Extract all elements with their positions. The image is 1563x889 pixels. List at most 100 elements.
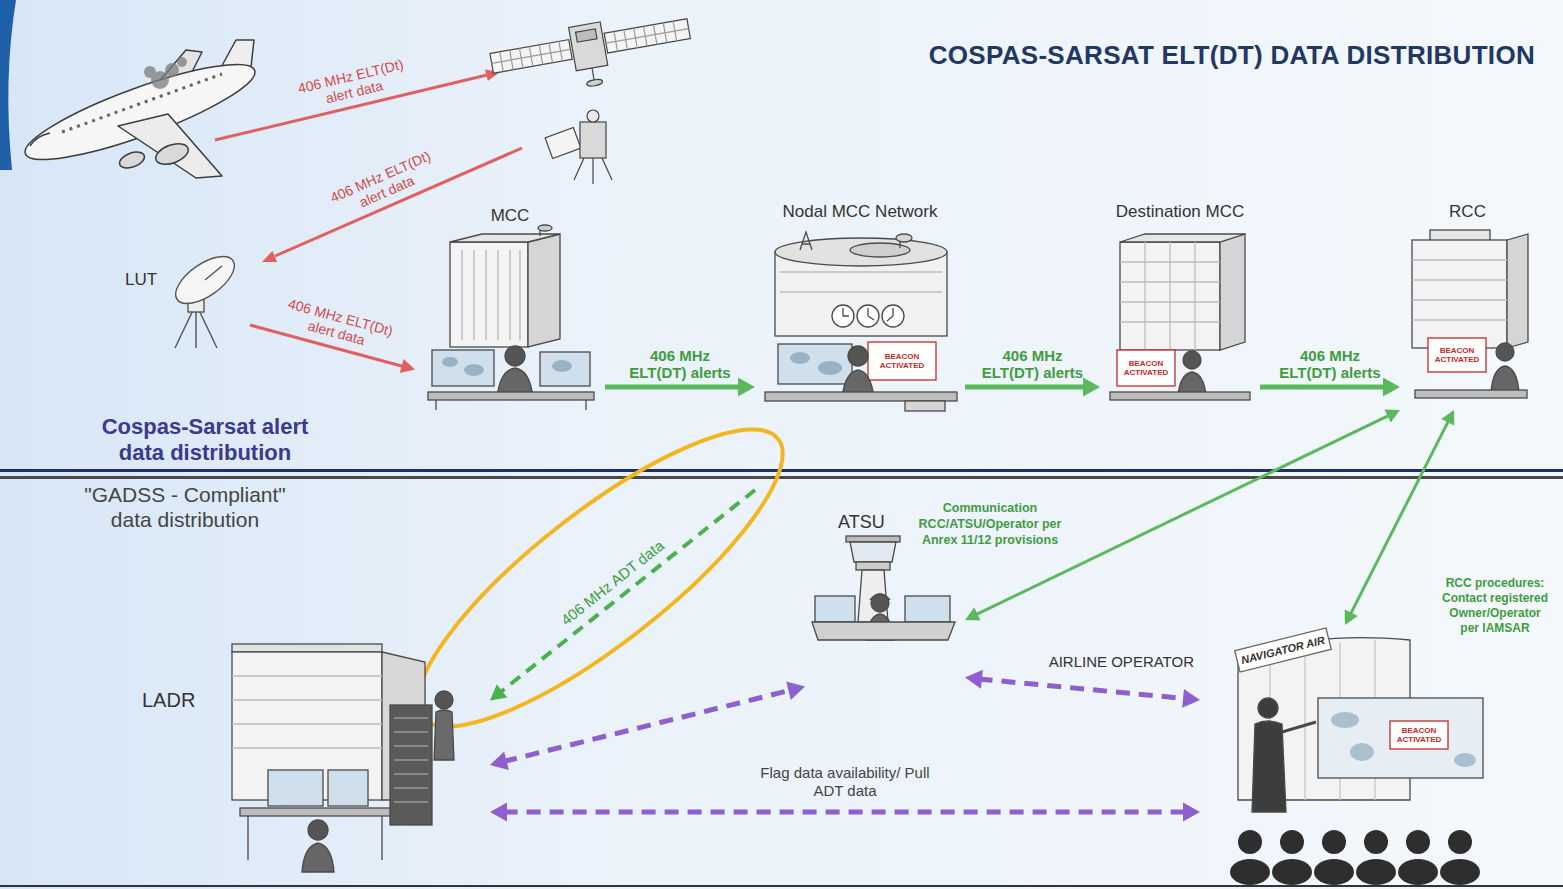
satellite (488, 7, 696, 103)
arrow-head (490, 684, 507, 700)
destination-mcc-building (1120, 234, 1245, 242)
mcc-building (538, 225, 552, 231)
atsu-tower (870, 594, 890, 600)
arrow-head (965, 607, 981, 620)
operator-building (1230, 628, 1483, 885)
mcc-building (428, 392, 594, 400)
smoke (144, 66, 156, 78)
connector (965, 670, 1200, 708)
connector-line (503, 690, 792, 762)
node-region: MCC (415, 200, 605, 412)
mcc-building (442, 357, 458, 367)
edge-label: 406 MHz ELT(DT) alerts (625, 347, 735, 381)
arrow-head (1182, 689, 1200, 708)
node-region: LUT (125, 262, 250, 352)
nodal-mcc-building (765, 232, 957, 411)
rcc-building (1415, 390, 1527, 398)
mcc-building (428, 225, 594, 410)
rcc-building (1491, 366, 1519, 392)
operator-building (1318, 698, 1483, 778)
atsu-tower (812, 622, 955, 640)
node-label: LUT (125, 270, 157, 290)
ladr-building (232, 676, 382, 748)
nodal-mcc-building (905, 401, 945, 411)
audience (1364, 830, 1388, 854)
destination-mcc-building (1110, 234, 1250, 400)
destination-mcc-building (1183, 351, 1201, 369)
audience (1398, 859, 1438, 885)
ladr-building (394, 718, 428, 802)
ladr-building (434, 710, 454, 760)
atsu-tower (858, 570, 888, 622)
atsu-tower (856, 562, 890, 570)
ground-antenna (168, 247, 242, 312)
satellite (586, 78, 603, 87)
bottom-rule (0, 885, 1563, 887)
ladr-building (240, 808, 390, 816)
mcc-building (505, 346, 525, 366)
ladr-building (390, 705, 432, 825)
mcc-building (450, 242, 528, 347)
atsu-tower (905, 596, 950, 622)
operator-building (1282, 722, 1316, 732)
ladr-building (328, 770, 368, 806)
node-region: Nodal MCC Network (755, 198, 965, 490)
arrow-head (1183, 802, 1200, 821)
nodal-mcc-building (790, 352, 810, 364)
destination-mcc-building (1120, 242, 1220, 350)
audience (1230, 830, 1480, 885)
node-label: RCC (1449, 202, 1486, 222)
audience (1280, 830, 1304, 854)
connector (490, 490, 755, 700)
ladr-building (308, 820, 328, 840)
operator-building (1350, 743, 1374, 761)
screen-text: BEACON ACTIVATED (1395, 726, 1443, 744)
edge-label: 406 MHz ELT(Dt) alert data (274, 293, 403, 357)
connector-line (1350, 420, 1449, 615)
arrow-head (490, 752, 509, 770)
operator-building (1331, 712, 1359, 728)
destination-mcc-building (1120, 242, 1220, 350)
aircraft (117, 149, 146, 171)
operator-building (1454, 753, 1476, 767)
rcc-building (1412, 260, 1507, 320)
satellite (604, 19, 690, 53)
nodal-mcc-building (765, 392, 957, 401)
connector-line (965, 384, 1086, 389)
mcc-building (436, 400, 586, 410)
aircraft (17, 48, 263, 177)
ground-antenna (205, 266, 222, 280)
operator-building (1258, 698, 1278, 718)
connector (490, 681, 805, 770)
screen-text: BEACON ACTIVATED (1122, 359, 1170, 377)
operator-building (1390, 721, 1448, 749)
edge-label: 406 MHz ELT(DT) alerts (978, 347, 1088, 381)
node-label: AIRLINE OPERATOR (1049, 653, 1194, 671)
node-label: Nodal MCC Network (783, 202, 938, 222)
connector-line (979, 679, 1187, 699)
node-region: Destination MCC (1100, 198, 1260, 410)
section-divider (0, 476, 1563, 479)
satellite (604, 19, 690, 53)
connector-line (504, 809, 1187, 814)
mcc-building (462, 250, 520, 340)
nodal-mcc-building (780, 272, 942, 292)
atsu-tower (846, 536, 900, 542)
operator-building (1252, 721, 1286, 812)
node-label: MCC (491, 206, 530, 226)
node-region: RCC (1400, 198, 1535, 410)
satellite (576, 29, 597, 42)
nodal-mcc-building (800, 232, 812, 250)
node-label: Destination MCC (1116, 202, 1245, 222)
arrow-head (738, 377, 755, 396)
audience (1272, 859, 1312, 885)
audience (1314, 859, 1354, 885)
satellite (545, 128, 581, 159)
aircraft (30, 133, 50, 146)
arrow-head (786, 681, 805, 699)
note-label: "GADSS - Compliant" data distribution (71, 482, 299, 532)
nodal-mcc-building (775, 238, 947, 266)
mcc-building (540, 352, 590, 386)
atsu-tower (815, 596, 855, 622)
